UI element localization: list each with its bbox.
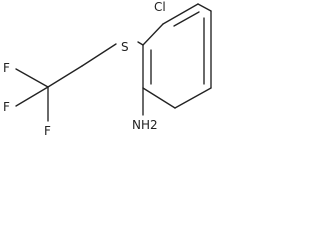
ring-bond-1 xyxy=(162,3,199,25)
atom-label-f1: F xyxy=(3,61,10,75)
atom-label-f3: F xyxy=(3,100,10,114)
ring-bond-5 xyxy=(142,87,176,109)
atom-label-nh2: NH2 xyxy=(132,118,158,132)
bond-ch2-to-cf3 xyxy=(47,65,83,88)
ring-double-bond-top xyxy=(173,11,200,27)
bond-ring-to-s xyxy=(137,41,144,46)
bond-c-to-f1 xyxy=(15,68,49,88)
substituent-bonds xyxy=(15,41,144,122)
ring-bond-4 xyxy=(174,87,212,109)
chemical-structure-canvas: Cl S F F F NH2 xyxy=(0,0,220,140)
ring-bond-2 xyxy=(197,3,212,12)
benzene-ring xyxy=(142,3,212,109)
atom-label-cl: Cl xyxy=(154,0,166,14)
atom-label-s: S xyxy=(121,40,129,54)
bond-s-to-ch2 xyxy=(81,43,117,67)
ring-bond-7 xyxy=(142,23,164,46)
bond-c-to-f3 xyxy=(15,86,49,107)
atom-label-f2: F xyxy=(44,124,51,138)
molecule-diagram: Cl S F F F NH2 xyxy=(3,0,212,138)
